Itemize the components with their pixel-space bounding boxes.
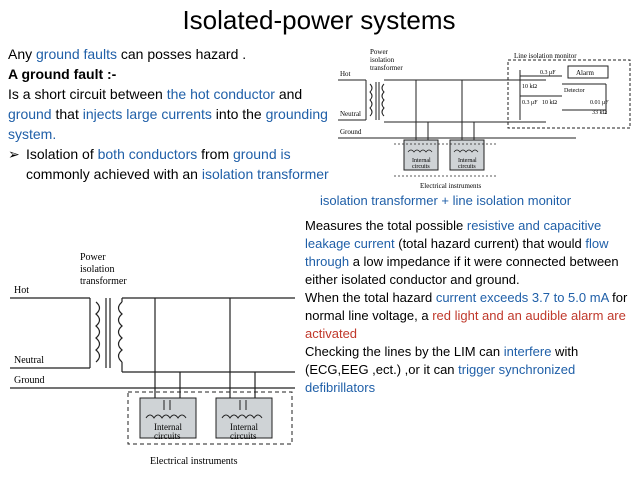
label-ground-lg: Ground — [14, 375, 45, 386]
lim-alarm-paragraph: When the total hazard current exceeds 3.… — [305, 290, 628, 341]
label-power: Power — [370, 48, 389, 56]
label-internal-lg-2: Internal — [230, 422, 258, 432]
label-transformer-lg: transformer — [80, 276, 127, 287]
isolation-bullet: ➢ Isolation of both conductors from grou… — [8, 146, 329, 182]
line-ground-faults: Any ground faults can posses hazard . — [8, 46, 247, 62]
label-alarm: Alarm — [576, 69, 594, 77]
label-internal-lg-1: Internal — [154, 422, 182, 432]
ground-fault-heading: A ground fault :- — [8, 66, 117, 82]
label-neutral-lg: Neutral — [14, 355, 44, 366]
label-hot: Hot — [340, 70, 351, 78]
label-power-lg: Power — [80, 252, 106, 263]
label-internal-2: Internal — [458, 158, 477, 164]
arrow-bullet-icon: ➢ — [8, 146, 20, 162]
label-r3: 33 kΩ — [592, 110, 608, 116]
label-instruments: Electrical instruments — [420, 182, 482, 190]
label-lim: Line isolation monitor — [514, 52, 577, 60]
slide-title: Isolated-power systems — [182, 5, 456, 35]
label-circuits-lg-2: circuits — [230, 431, 257, 441]
left-text-block: Any ground faults can posses hazard . A … — [8, 44, 338, 184]
label-hot-lg: Hot — [14, 285, 29, 296]
diagram-caption: isolation transformer + line isolation m… — [320, 193, 572, 208]
lim-circuit-svg: Power isolation transformer Hot Neutral … — [338, 48, 631, 190]
label-internal-1: Internal — [412, 158, 431, 164]
label-circuits-2: circuits — [458, 164, 476, 170]
lim-interference-paragraph: Checking the lines by the LIM can interf… — [305, 344, 579, 395]
isolation-transformer-diagram: Power isolation transformer Hot Neutral … — [10, 240, 300, 475]
label-neutral: Neutral — [340, 110, 361, 118]
label-c2: 0.3 μF — [522, 100, 538, 106]
label-c1: 0.3 μF — [540, 70, 556, 76]
label-instruments-lg: Electrical instruments — [150, 456, 238, 467]
label-c3: 0.01 μF — [590, 100, 609, 106]
ground-fault-definition: Is a short circuit between the hot condu… — [8, 86, 328, 142]
label-circuits-1: circuits — [412, 164, 430, 170]
label-r2: 10 kΩ — [542, 100, 558, 106]
label-isolation: isolation — [370, 56, 395, 64]
label-isolation-lg: isolation — [80, 264, 114, 275]
isolation-transformer-svg: Power isolation transformer Hot Neutral … — [10, 252, 295, 467]
lim-circuit-diagram: Power isolation transformer Hot Neutral … — [336, 44, 634, 192]
label-detector: Detector — [564, 88, 585, 94]
label-r1: 10 kΩ — [522, 84, 538, 90]
label-transformer: transformer — [370, 64, 403, 72]
right-text-block: Measures the total possible resistive an… — [305, 217, 635, 397]
lim-measures-paragraph: Measures the total possible resistive an… — [305, 218, 619, 287]
label-circuits-lg-1: circuits — [154, 431, 181, 441]
label-ground: Ground — [340, 128, 362, 136]
